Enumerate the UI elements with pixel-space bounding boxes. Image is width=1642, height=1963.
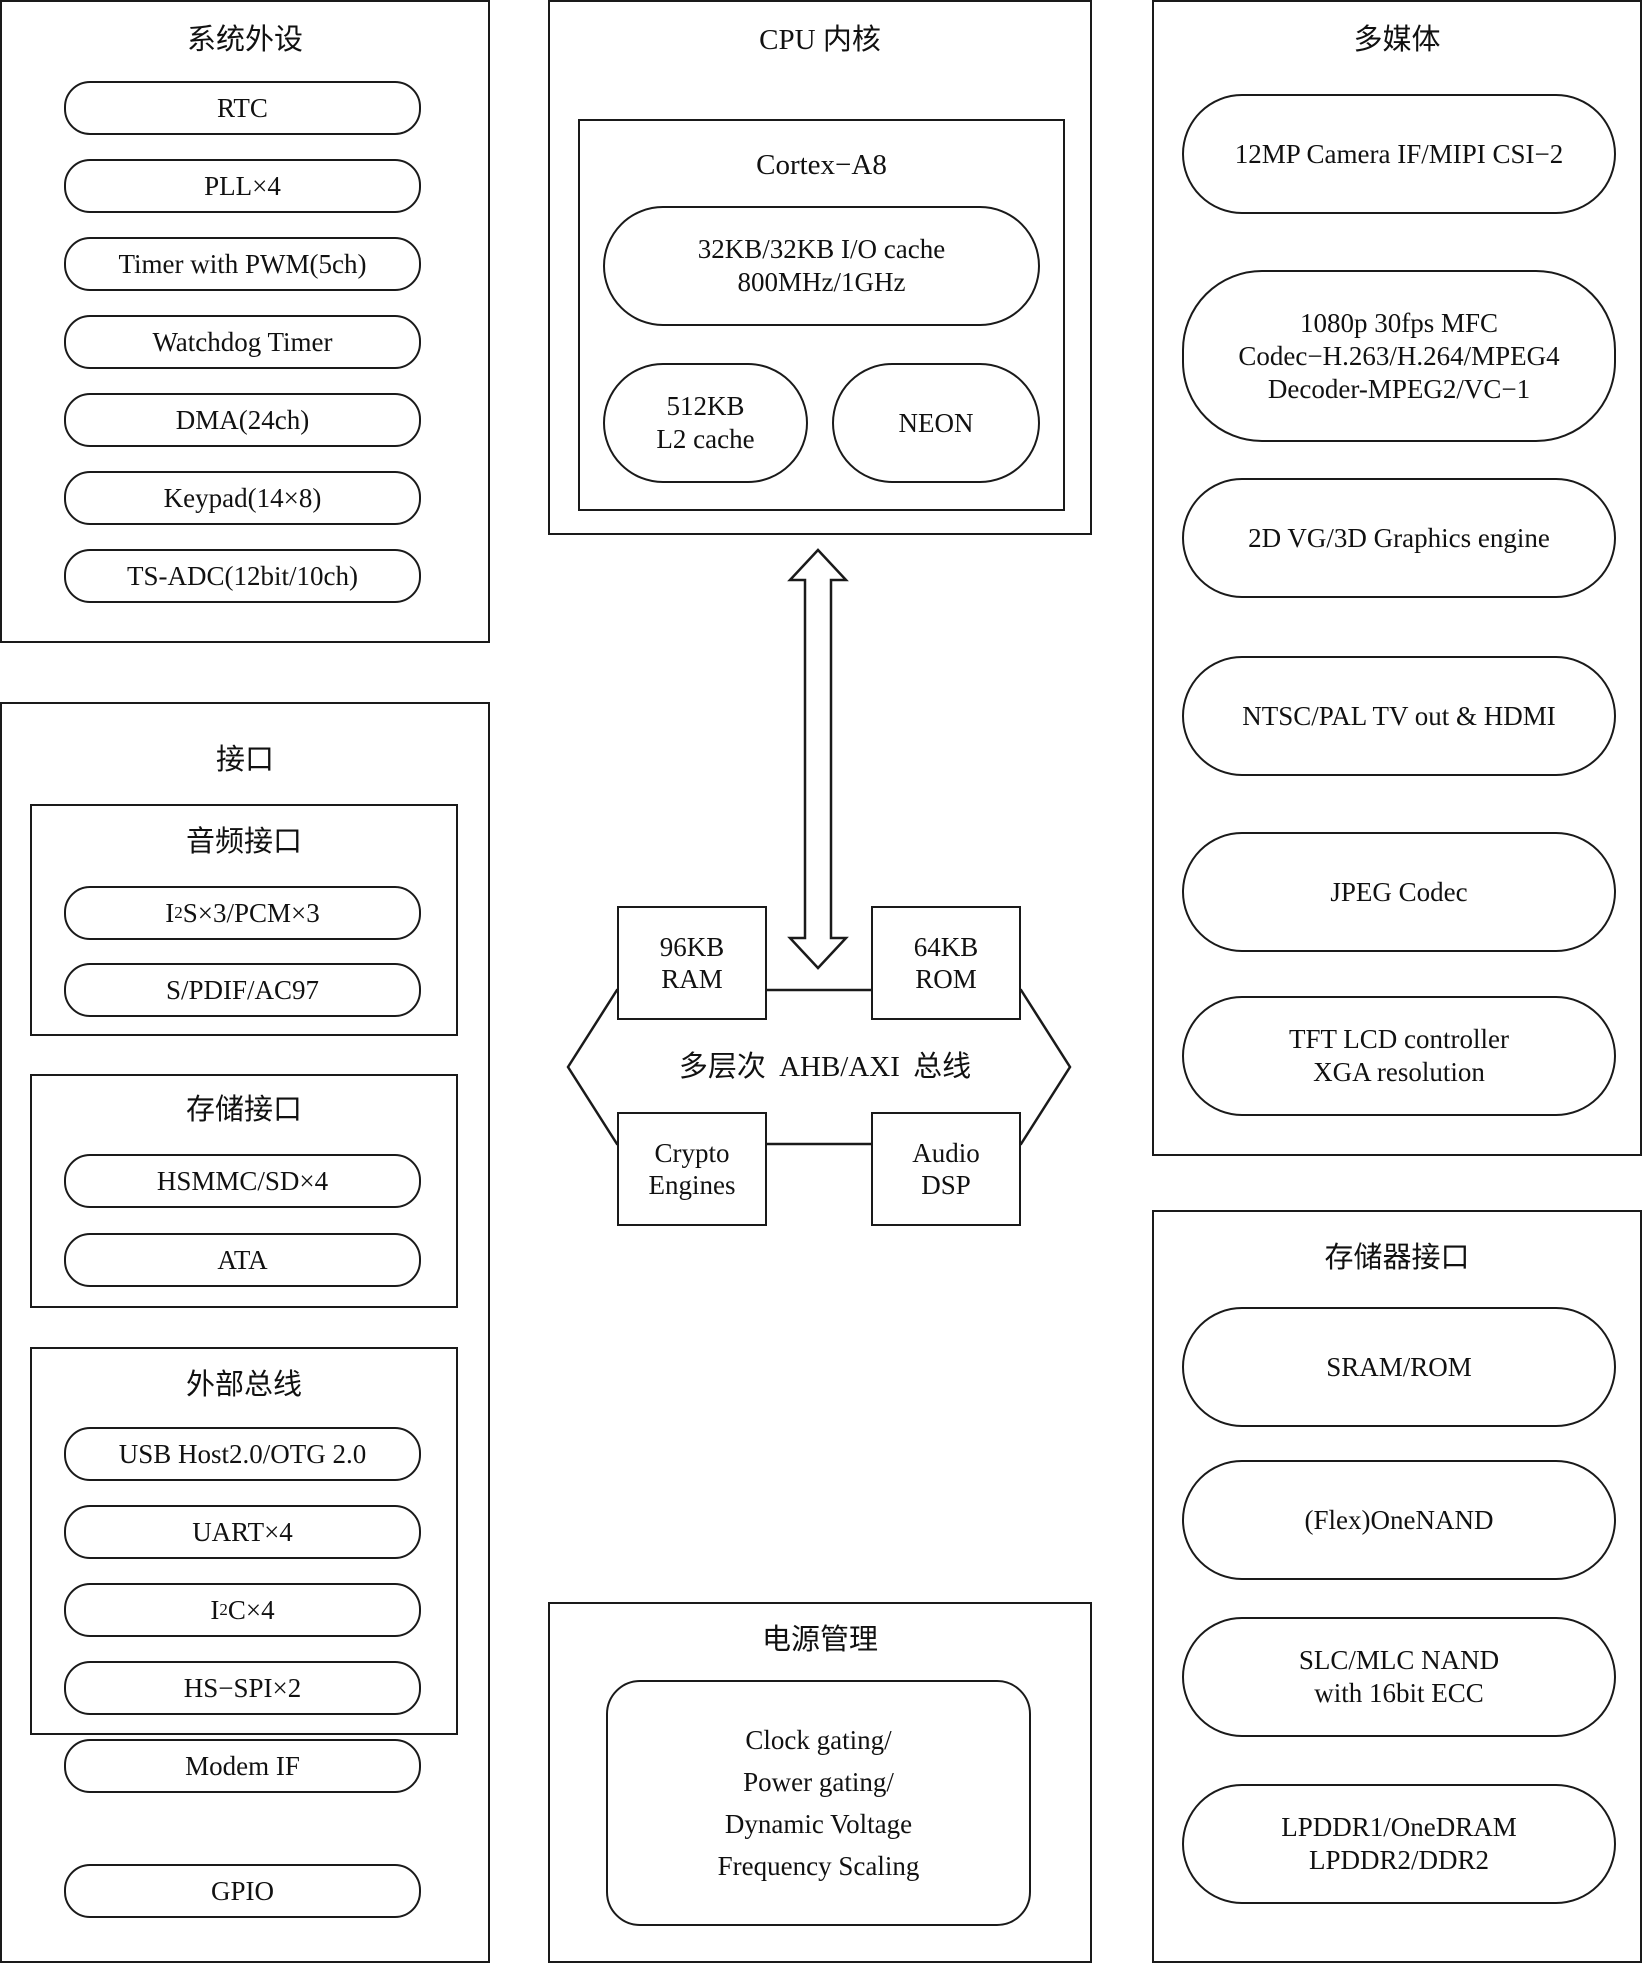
i2s-prefix: I <box>165 897 175 928</box>
storage-interface-title: 存储接口 <box>185 1094 302 1126</box>
usb-block: USB Host2.0/OTG 2.0 <box>64 1427 421 1481</box>
multimedia-panel: 多媒体 12MP Camera IF/MIPI CSI−2 1080p 30fp… <box>1152 0 1642 1156</box>
timer-pwm-block: Timer with PWM(5ch) <box>64 237 421 291</box>
neon-block: NEON <box>832 363 1040 483</box>
ram-block: 96KB RAM <box>617 906 767 1020</box>
power-management-title: 电源管理 <box>761 1624 878 1656</box>
hsmmc-block: HSMMC/SD×4 <box>64 1154 421 1208</box>
rtc-block: RTC <box>64 81 421 135</box>
tft-lcd-block: TFT LCD controller XGA resolution <box>1182 996 1616 1116</box>
i2c-suffix: C×4 <box>227 1594 275 1625</box>
crypto-engines-block: Crypto Engines <box>617 1112 767 1226</box>
interfaces-title: 接口 <box>215 744 274 776</box>
lpddr-block: LPDDR1/OneDRAM LPDDR2/DDR2 <box>1182 1784 1616 1904</box>
cpu-bus-double-arrow <box>787 548 849 970</box>
l2-cache-block: 512KB L2 cache <box>603 363 808 483</box>
multimedia-title: 多媒体 <box>1353 24 1441 56</box>
sram-rom-block: SRAM/ROM <box>1182 1307 1616 1427</box>
pll-block: PLL×4 <box>64 159 421 213</box>
storage-interface-group: 存储接口 HSMMC/SD×4 ATA <box>30 1074 458 1308</box>
audio-dsp-block: Audio DSP <box>871 1112 1021 1226</box>
ata-block: ATA <box>64 1233 421 1287</box>
ts-adc-block: TS-ADC(12bit/10ch) <box>64 549 421 603</box>
watchdog-block: Watchdog Timer <box>64 315 421 369</box>
jpeg-codec-block: JPEG Codec <box>1182 832 1616 952</box>
system-peripherals-title: 系统外设 <box>186 24 303 56</box>
power-management-panel: 电源管理 Clock gating/ Power gating/ Dynamic… <box>548 1602 1092 1963</box>
mfc-codec-block: 1080p 30fps MFC Codec−H.263/H.264/MPEG4 … <box>1182 270 1616 442</box>
spdif-block: S/PDIF/AC97 <box>64 963 421 1017</box>
cortex-a8-block: Cortex−A8 32KB/32KB I/O cache 800MHz/1GH… <box>578 119 1065 511</box>
i2s-suffix: S×3/PCM×3 <box>182 897 320 928</box>
hs-spi-block: HS−SPI×2 <box>64 1661 421 1715</box>
graphics-engine-block: 2D VG/3D Graphics engine <box>1182 478 1616 598</box>
l1-cache-block: 32KB/32KB I/O cache 800MHz/1GHz <box>603 206 1040 326</box>
cpu-core-panel: CPU 内核 Cortex−A8 32KB/32KB I/O cache 800… <box>548 0 1092 535</box>
camera-if-block: 12MP Camera IF/MIPI CSI−2 <box>1182 94 1616 214</box>
power-gating-block: Clock gating/ Power gating/ Dynamic Volt… <box>606 1680 1031 1926</box>
nand-ecc-block: SLC/MLC NAND with 16bit ECC <box>1182 1617 1616 1737</box>
system-peripherals-panel: 系统外设 RTC PLL×4 Timer with PWM(5ch) Watch… <box>0 0 490 643</box>
bus-label: 多层次 AHB/AXI 总线 <box>678 1051 972 1083</box>
tv-out-hdmi-block: NTSC/PAL TV out & HDMI <box>1182 656 1616 776</box>
memory-interface-panel: 存储器接口 SRAM/ROM (Flex)OneNAND SLC/MLC NAN… <box>1152 1210 1642 1963</box>
i2c-prefix: I <box>210 1594 220 1625</box>
cortex-a8-title: Cortex−A8 <box>756 149 887 181</box>
uart-block: UART×4 <box>64 1505 421 1559</box>
modem-if-block: Modem IF <box>64 1739 421 1793</box>
keypad-block: Keypad(14×8) <box>64 471 421 525</box>
rom-block: 64KB ROM <box>871 906 1021 1020</box>
external-bus-title: 外部总线 <box>185 1369 302 1401</box>
gpio-block: GPIO <box>64 1864 421 1918</box>
onenand-block: (Flex)OneNAND <box>1182 1460 1616 1580</box>
audio-interface-title: 音频接口 <box>185 826 302 858</box>
cpu-core-title: CPU 内核 <box>759 24 881 56</box>
memory-interface-title: 存储器接口 <box>1324 1242 1470 1274</box>
dma-block: DMA(24ch) <box>64 393 421 447</box>
